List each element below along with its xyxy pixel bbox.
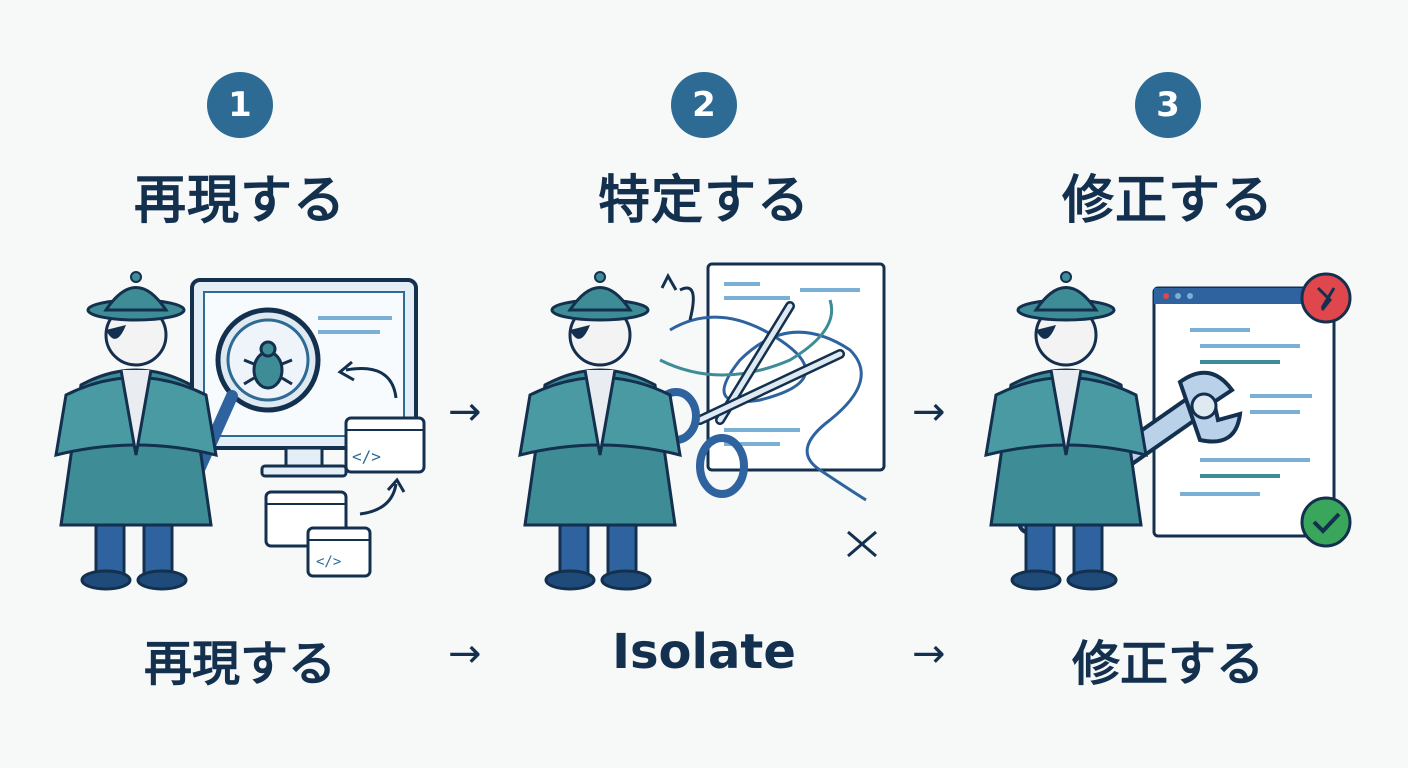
step-3-label: 修正する <box>1071 636 1264 692</box>
flow-arrow-1-2-top: → <box>448 389 482 435</box>
step-3-number-badge: 3 <box>1135 72 1201 138</box>
code-window-icon <box>344 416 426 474</box>
scene-1-reproduce: </> </> <box>54 270 426 591</box>
scene-2-isolate <box>518 262 886 591</box>
flow-arrow-2-3-bottom: → <box>912 631 946 677</box>
scene-3-fix <box>984 270 1352 591</box>
code-glyph: </> <box>352 447 381 466</box>
detective-figure <box>984 270 1148 591</box>
document-icon <box>706 262 886 472</box>
step-2-label: Isolate <box>612 624 796 680</box>
step-1-label: 再現する <box>143 636 336 692</box>
step-2-number-badge: 2 <box>671 72 737 138</box>
step-2-title: 特定する <box>597 171 810 231</box>
end-mark-icon <box>847 530 877 558</box>
flow-arrow-2-3-top: → <box>912 389 946 435</box>
step-3-title: 修正する <box>1061 171 1274 231</box>
flow-arrow-1-2-bottom: → <box>448 631 482 677</box>
code-glyph: </> <box>316 554 341 570</box>
step-1-number-badge: 1 <box>207 72 273 138</box>
success-check-icon <box>1300 496 1352 548</box>
detective-figure <box>518 270 682 591</box>
step-1-title: 再現する <box>133 171 346 231</box>
